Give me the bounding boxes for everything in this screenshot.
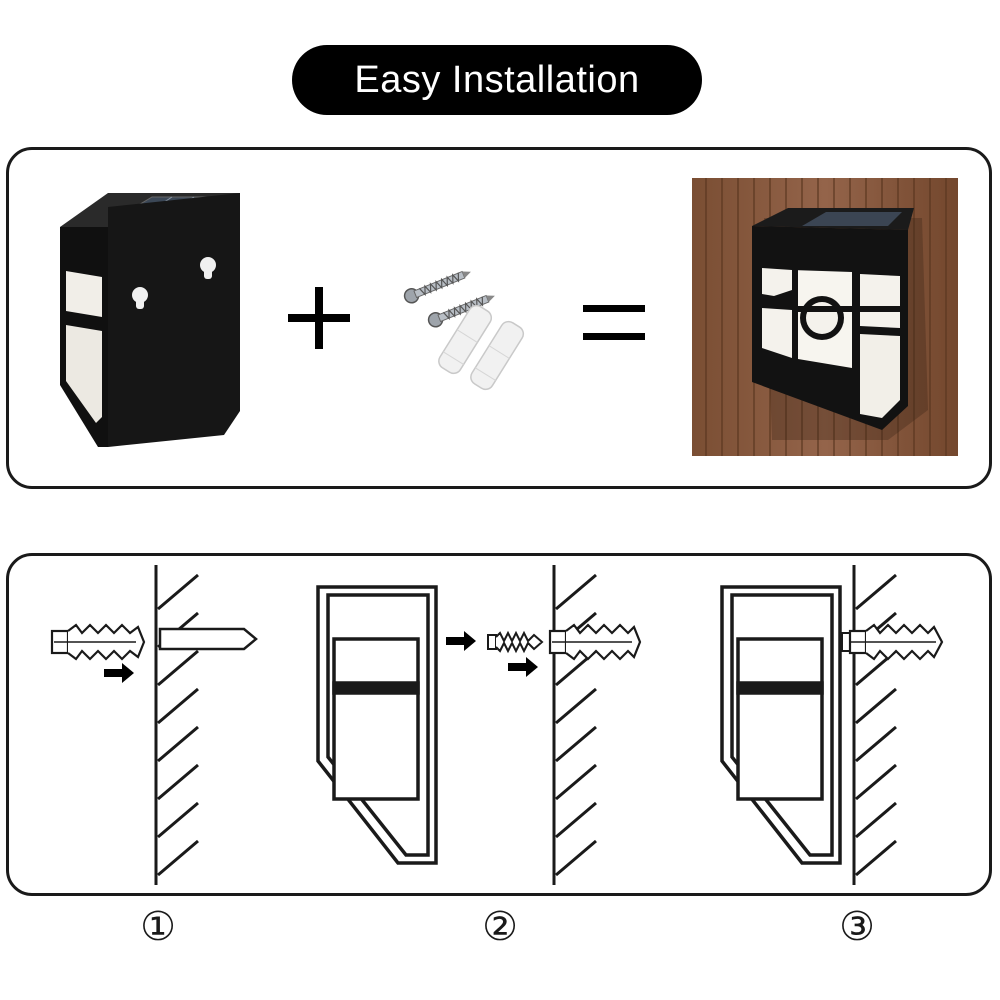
wall-anchor-icon — [438, 304, 493, 375]
screw-icon — [487, 630, 544, 654]
wall-anchor-icon — [548, 623, 642, 661]
drill-bit-icon — [158, 627, 258, 651]
lamp-outline — [720, 585, 842, 865]
lamp-outline — [316, 585, 438, 865]
step-2-diagram — [316, 565, 642, 885]
step-2-label: ② — [482, 904, 518, 950]
arrow-right-icon — [104, 663, 134, 683]
solar-lamp-product — [60, 193, 240, 447]
step-1-label: ① — [140, 904, 176, 950]
screw-icon — [841, 632, 851, 652]
wall-anchor-icon — [470, 320, 525, 391]
title-text: Easy Installation — [354, 58, 640, 101]
wall-hatching — [852, 565, 897, 885]
mounted-lamp-photo — [692, 178, 958, 456]
wall-hatching — [154, 565, 199, 885]
arrow-right-icon — [508, 657, 538, 677]
screw-icon — [403, 270, 471, 304]
wall-hatching — [552, 565, 597, 885]
equals-icon — [583, 305, 645, 340]
wall-anchor-icon — [50, 623, 146, 661]
equals-sign — [583, 305, 645, 341]
arrow-right-icon — [446, 631, 476, 651]
plus-icon — [288, 287, 350, 349]
step-3-diagram — [720, 565, 944, 885]
step-3-label: ③ — [839, 904, 875, 950]
step-1-diagram — [50, 565, 258, 885]
steps-panel — [6, 553, 992, 896]
screws-and-anchors — [403, 270, 525, 391]
plus-sign — [286, 285, 352, 351]
title-banner: Easy Installation — [292, 45, 702, 115]
screw-icon — [427, 294, 495, 328]
wall-anchor-icon — [848, 623, 944, 661]
